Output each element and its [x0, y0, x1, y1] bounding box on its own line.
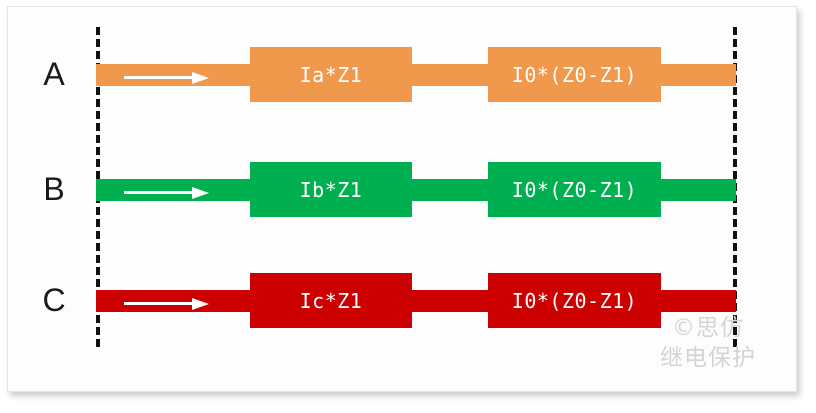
impedance-box-c-1-label: Ic*Z1: [299, 288, 363, 313]
phase-label-a: A: [43, 56, 65, 92]
phase-label-b: B: [43, 171, 65, 207]
arrow-head: [192, 298, 209, 310]
diagram-card: A Ia*Z1 I0*(Z0-Z1) B Ib*Z1 I0*(Z0-Z1): [7, 6, 797, 392]
impedance-box-c-1: Ic*Z1: [250, 273, 412, 328]
arrow-shaft: [124, 76, 196, 79]
watermark-line-2: 继电保护: [660, 345, 756, 371]
arrow-shaft: [124, 191, 196, 194]
direction-arrow-icon-c: [124, 298, 212, 310]
phase-row-c: C Ic*Z1 I0*(Z0-Z1): [8, 270, 816, 330]
arrow-shaft: [124, 302, 196, 305]
impedance-box-b-2-label: I0*(Z0-Z1): [511, 177, 638, 202]
phase-label-c: C: [42, 282, 66, 318]
impedance-box-c-2: I0*(Z0-Z1): [488, 273, 661, 328]
impedance-box-b-2: I0*(Z0-Z1): [488, 162, 661, 217]
direction-arrow-icon-a: [124, 72, 212, 84]
impedance-box-b-1-label: Ib*Z1: [299, 177, 363, 202]
direction-arrow-icon-b: [124, 187, 212, 199]
impedance-box-a-2: I0*(Z0-Z1): [488, 47, 661, 102]
impedance-box-a-1-label: Ia*Z1: [299, 62, 363, 87]
impedance-box-a-2-label: I0*(Z0-Z1): [511, 62, 638, 87]
arrow-head: [192, 187, 209, 199]
arrow-head: [192, 72, 209, 84]
impedance-box-c-2-label: I0*(Z0-Z1): [511, 288, 638, 313]
phase-row-a: A Ia*Z1 I0*(Z0-Z1): [8, 44, 816, 104]
watermark: ©思仿 继电保护: [660, 313, 756, 373]
impedance-box-b-1: Ib*Z1: [250, 162, 412, 217]
impedance-box-a-1: Ia*Z1: [250, 47, 412, 102]
phase-row-b: B Ib*Z1 I0*(Z0-Z1): [8, 159, 816, 219]
watermark-line-1: ©思仿: [672, 315, 744, 341]
